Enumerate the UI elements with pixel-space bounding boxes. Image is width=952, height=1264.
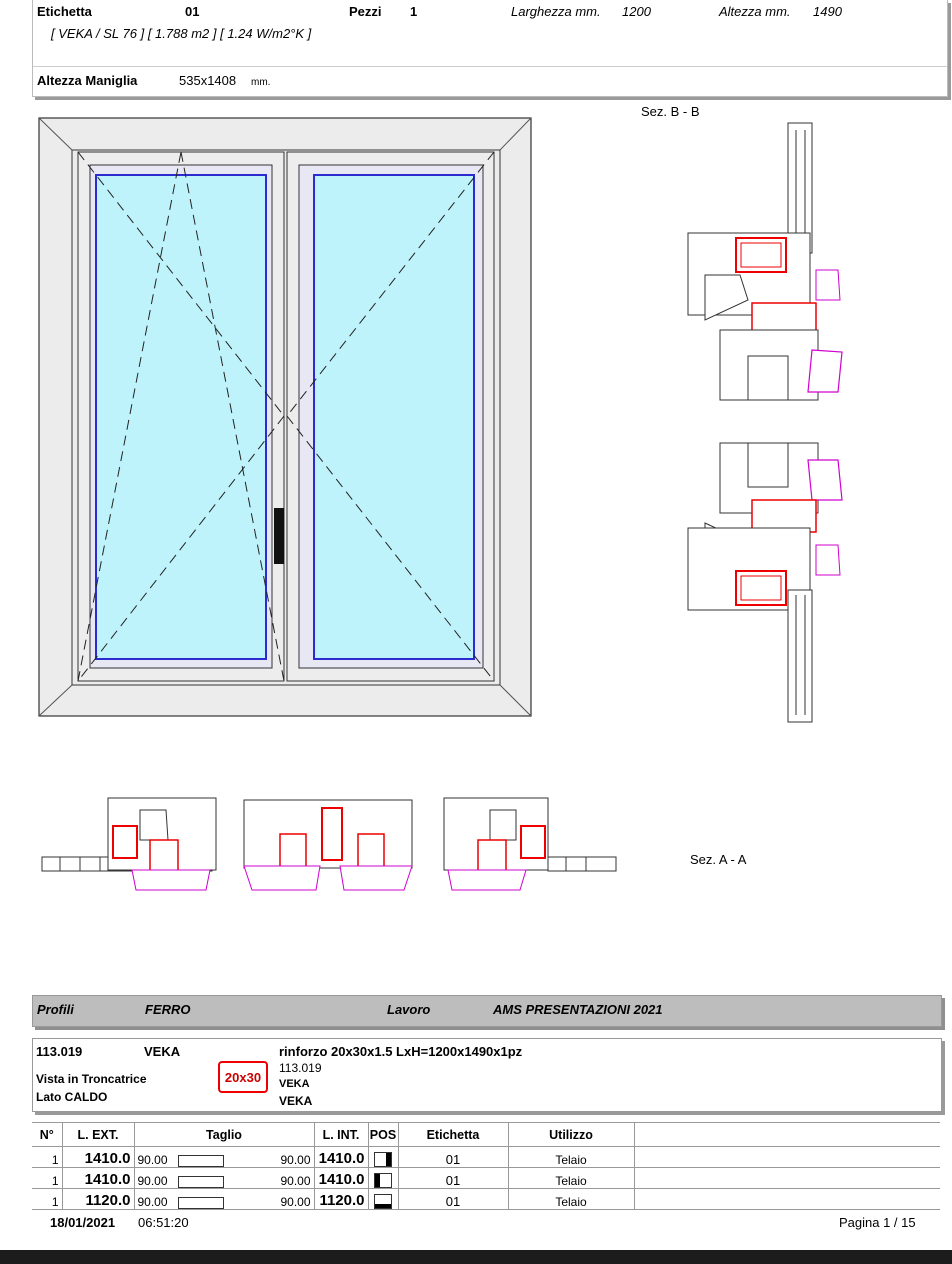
detail-sub-brand-2: VEKA bbox=[279, 1094, 313, 1108]
footer-date: 18/01/2021 bbox=[50, 1215, 116, 1230]
cell-empty bbox=[633, 1167, 940, 1189]
col-header-l-ext: L. EXT. bbox=[61, 1122, 134, 1147]
reinforcement-tag: 20x30 bbox=[218, 1061, 268, 1093]
cell-etichetta: 01 bbox=[397, 1167, 508, 1189]
cell-angle-b: 90.00 bbox=[280, 1195, 311, 1209]
col-header-taglio: Taglio bbox=[133, 1122, 314, 1147]
cut-profile-shape bbox=[177, 1175, 224, 1188]
profile-info: [ VEKA / SL 76 ] [ 1.788 m2 ] [ 1.24 W/m… bbox=[51, 26, 312, 41]
altezza-label: Altezza mm. bbox=[719, 4, 791, 19]
cell-n: 1 bbox=[32, 1188, 62, 1210]
col-header-utilizzo: Utilizzo bbox=[507, 1122, 634, 1147]
col-header-empty bbox=[633, 1122, 940, 1147]
cell-etichetta: 01 bbox=[397, 1146, 508, 1168]
altezza-maniglia-value: 535x1408 bbox=[179, 73, 237, 88]
altezza-maniglia-unit: mm. bbox=[251, 77, 271, 88]
cell-taglio: 90.00 90.00 bbox=[133, 1167, 314, 1189]
larghezza-label: Larghezza mm. bbox=[511, 4, 601, 19]
bottom-bar bbox=[0, 1250, 952, 1264]
cell-angle-b: 90.00 bbox=[280, 1153, 311, 1167]
technical-drawing: Sez. B - B Sez. A - A bbox=[38, 104, 843, 891]
profili-bar: Profili FERRO Lavoro AMS PRESENTAZIONI 2… bbox=[32, 995, 942, 1027]
section-bb-drawing bbox=[687, 122, 843, 723]
detail-lato: Lato CALDO bbox=[36, 1090, 108, 1104]
section-bb-label: Sez. B - B bbox=[641, 104, 700, 119]
altezza-maniglia-label: Altezza Maniglia bbox=[37, 73, 138, 88]
cell-utilizzo: Telaio bbox=[507, 1188, 634, 1210]
section-aa-label: Sez. A - A bbox=[690, 852, 747, 867]
profile-detail-box: 113.019 VEKA Vista in Troncatrice Lato C… bbox=[32, 1038, 942, 1112]
detail-vista: Vista in Troncatrice bbox=[36, 1072, 147, 1086]
cell-taglio: 90.00 90.00 bbox=[133, 1188, 314, 1210]
cell-n: 1 bbox=[32, 1167, 62, 1189]
pos-right-icon bbox=[374, 1152, 392, 1167]
cut-profile-shape bbox=[177, 1154, 224, 1167]
cell-taglio: 90.00 90.00 bbox=[133, 1146, 314, 1168]
pezzi-value: 1 bbox=[410, 4, 418, 19]
cell-n: 1 bbox=[32, 1146, 62, 1168]
header-box: Etichetta 01 Pezzi 1 Larghezza mm. 1200 … bbox=[32, 0, 948, 97]
cell-etichetta: 01 bbox=[397, 1188, 508, 1210]
footer-time: 06:51:20 bbox=[138, 1215, 189, 1230]
table-row: 1 1410.0 90.00 90.00 1410.0 01 Telaio bbox=[32, 1167, 940, 1189]
detail-sub-brand-1: VEKA bbox=[279, 1078, 310, 1090]
cell-angle-a: 90.00 bbox=[137, 1153, 168, 1167]
col-header-n: N° bbox=[39, 1127, 54, 1142]
detail-brand: VEKA bbox=[144, 1044, 181, 1059]
cell-l-int: 1410.0 bbox=[313, 1146, 368, 1168]
detail-description: rinforzo 20x30x1.5 LxH=1200x1490x1pz bbox=[279, 1044, 523, 1059]
cell-empty bbox=[633, 1146, 940, 1168]
footer-page: Pagina 1 / 15 bbox=[839, 1215, 916, 1230]
pezzi-label: Pezzi bbox=[349, 4, 382, 19]
cell-pos bbox=[367, 1146, 398, 1168]
cut-profile-shape bbox=[177, 1196, 224, 1209]
table-row: 1 1120.0 90.00 90.00 1120.0 01 Telaio bbox=[32, 1188, 940, 1210]
cell-l-int: 1410.0 bbox=[313, 1167, 368, 1189]
profili-label: Profili bbox=[37, 1002, 74, 1017]
etichetta-label: Etichetta bbox=[37, 4, 92, 19]
cell-utilizzo: Telaio bbox=[507, 1146, 634, 1168]
col-header-l-int: L. INT. bbox=[313, 1122, 368, 1147]
etichetta-value: 01 bbox=[185, 4, 200, 19]
cell-l-int: 1120.0 bbox=[313, 1188, 368, 1210]
header-divider bbox=[33, 66, 947, 67]
cell-utilizzo: Telaio bbox=[507, 1167, 634, 1189]
cell-angle-a: 90.00 bbox=[137, 1195, 168, 1209]
detail-sub-code: 113.019 bbox=[279, 1061, 322, 1075]
altezza-value: 1490 bbox=[813, 4, 842, 19]
cut-list-table: N° L. EXT. Taglio L. INT. POS Etichetta … bbox=[32, 1122, 940, 1210]
pos-left-icon bbox=[374, 1173, 392, 1188]
larghezza-value: 1200 bbox=[622, 4, 651, 19]
col-header-pos: POS bbox=[367, 1122, 398, 1147]
window-elevation bbox=[38, 117, 532, 717]
section-aa-drawing bbox=[41, 797, 617, 891]
cell-empty bbox=[633, 1188, 940, 1210]
detail-code: 113.019 bbox=[36, 1044, 83, 1059]
col-header-etichetta: Etichetta bbox=[397, 1122, 508, 1147]
profili-value: FERRO bbox=[145, 1002, 191, 1017]
table-header-row: N° L. EXT. Taglio L. INT. POS Etichetta … bbox=[32, 1122, 940, 1147]
cell-l-ext: 1410.0 bbox=[61, 1167, 134, 1189]
pos-bottom-icon bbox=[374, 1194, 392, 1209]
lavoro-label: Lavoro bbox=[387, 1002, 431, 1017]
cell-l-ext: 1410.0 bbox=[61, 1146, 134, 1168]
table-row: 1 1410.0 90.00 90.00 1410.0 01 Telaio bbox=[32, 1146, 940, 1168]
cell-angle-b: 90.00 bbox=[280, 1174, 311, 1188]
cell-pos bbox=[367, 1167, 398, 1189]
lavoro-value: AMS PRESENTAZIONI 2021 bbox=[493, 1002, 663, 1017]
cell-l-ext: 1120.0 bbox=[61, 1188, 134, 1210]
cell-angle-a: 90.00 bbox=[137, 1174, 168, 1188]
cell-pos bbox=[367, 1188, 398, 1210]
